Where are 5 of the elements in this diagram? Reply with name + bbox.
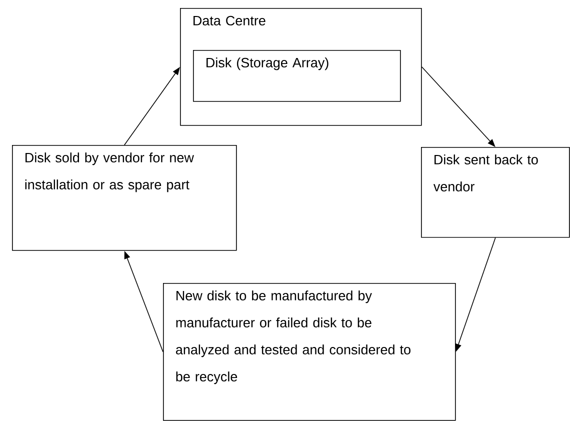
process-box: Disk sent back to vendor (421, 147, 570, 238)
arrow (421, 66, 496, 147)
process-box: Disk sold by vendor for new installation or as spare part (12, 145, 237, 251)
process-box: Disk (Storage Array) (193, 50, 401, 102)
process-box: New disk to be manufactured by manufacturer or failed disk to be analyzed and tested and considered to be recycle (163, 283, 456, 421)
